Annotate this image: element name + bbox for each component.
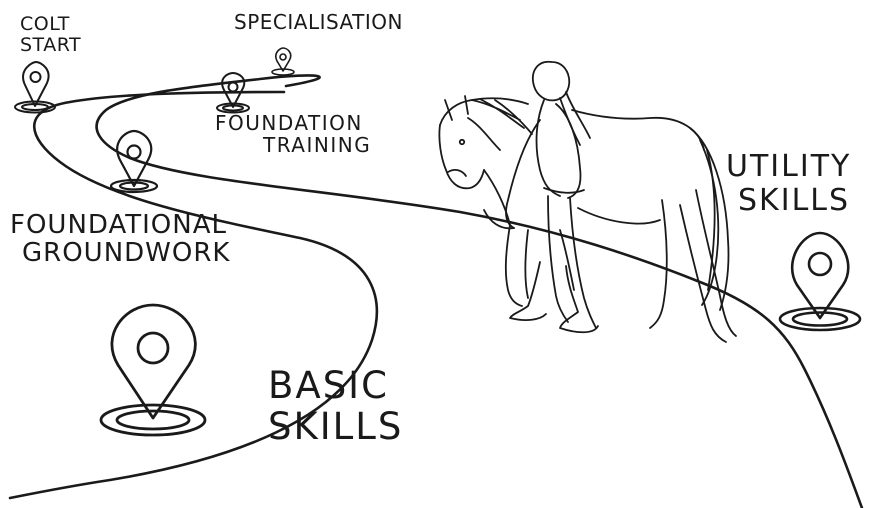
label-foundation-training-line-2: TRAINING (263, 132, 372, 157)
label-colt-start-line-2: START (20, 33, 82, 56)
label-utility-skills: UTILITY SKILLS (726, 150, 851, 217)
label-utility-skills-line-1: UTILITY (726, 149, 852, 184)
label-foundational-groundwork-line-1: FOUNDATIONAL (10, 210, 227, 240)
label-foundation-training-line-1: FOUNDATION (215, 111, 363, 135)
label-foundational-groundwork: FOUNDATIONAL GROUNDWORK (10, 211, 230, 267)
label-specialisation: SPECIALISATION (234, 10, 403, 34)
label-foundational-groundwork-line-2: GROUNDWORK (22, 238, 231, 269)
label-foundation-training: FOUNDATION TRAINING (215, 111, 372, 157)
map-pin-icon (216, 72, 250, 114)
map-pin-icon (14, 61, 56, 114)
road-left-edge (8, 90, 379, 500)
label-basic-skills-line-2: SKILLS (268, 404, 404, 448)
label-utility-skills-line-2: SKILLS (738, 182, 851, 218)
label-basic-skills: BASIC SKILLS (268, 364, 404, 448)
horse-and-handler-illustration (438, 60, 737, 343)
map-pin-icon (778, 231, 862, 332)
label-colt-start: COLT START (20, 14, 81, 55)
map-pin-icon (109, 129, 159, 194)
label-specialisation-text: SPECIALISATION (234, 10, 403, 34)
map-pin-icon (99, 303, 207, 437)
label-basic-skills-line-1: BASIC (268, 364, 389, 407)
map-pin-icon (271, 47, 295, 76)
road-right-edge (95, 74, 864, 508)
label-colt-start-line-1: COLT (20, 13, 70, 35)
